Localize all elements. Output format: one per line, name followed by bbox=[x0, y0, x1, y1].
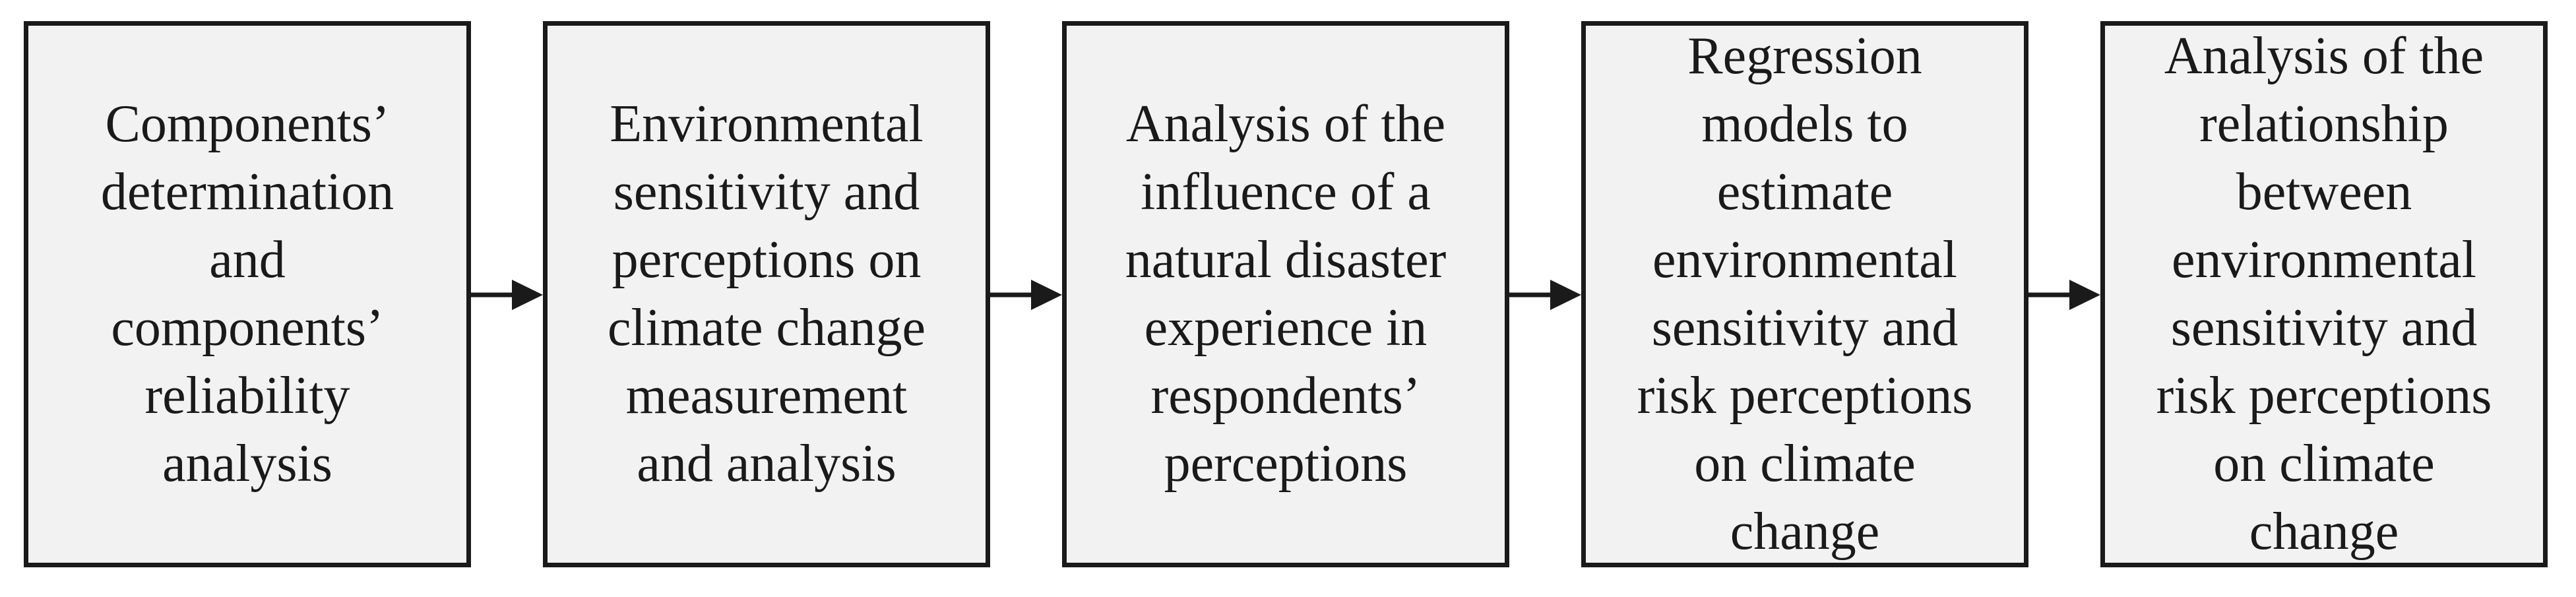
step-5-text: Analysis of the relationship between env… bbox=[2156, 27, 2492, 561]
step-2-text: Environmental sensitivity and perception… bbox=[608, 95, 926, 493]
step-1-text: Components’ determination and components… bbox=[100, 95, 394, 493]
arrow-2-to-3 bbox=[990, 280, 1062, 310]
arrow-1-to-2 bbox=[471, 280, 543, 310]
step-3-text: Analysis of the influence of a natural d… bbox=[1125, 95, 1447, 493]
step-5-box: Analysis of the relationship between env… bbox=[2100, 21, 2548, 567]
arrow-3-to-4 bbox=[1509, 280, 1581, 310]
step-1-box: Components’ determination and components… bbox=[24, 21, 471, 567]
step-2-box: Environmental sensitivity and perception… bbox=[543, 21, 990, 567]
step-3-box: Analysis of the influence of a natural d… bbox=[1062, 21, 1509, 567]
step-4-box: Regression models to estimate environmen… bbox=[1581, 21, 2028, 567]
step-4-text: Regression models to estimate environmen… bbox=[1637, 27, 1973, 561]
arrow-4-to-5 bbox=[2028, 280, 2100, 310]
